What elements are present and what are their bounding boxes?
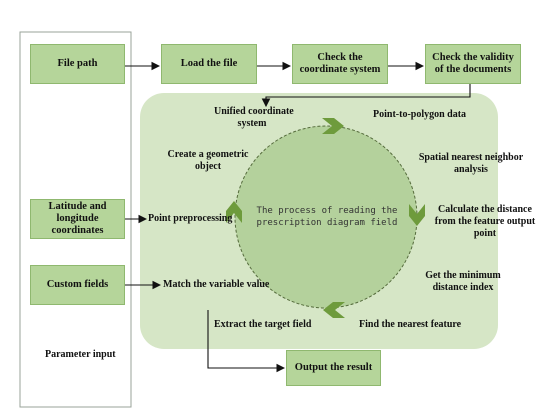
unified-coordinate-label: Unified coordinate system [214,106,294,130]
parameter-input-label: Parameter input [45,349,116,360]
lat-long-box: Latitude and longitude coordinates [30,199,125,239]
output-result-box: Output the result [286,350,381,386]
unified-coordinate-line-1: Unified coordinate [214,106,294,117]
geometric-object-line-1: Create a geometric [167,149,249,160]
arrow-extract-to-output [207,310,286,373]
minimum-distance-line-2: distance index [432,282,494,293]
extract-target-label: Extract the target field [214,319,312,330]
chevron-bottom-icon [323,302,345,318]
calculate-distance-line-1: Calculate the distance [438,204,532,215]
nearest-feature-label: Find the nearest feature [359,319,462,330]
calculate-distance-line-2: from the feature output [434,216,536,227]
geometric-object-label: Create a geometric object [160,149,256,173]
arrow-validity-to-unified [261,84,471,108]
chevron-left-icon [226,201,242,223]
file-path-box: File path [30,44,125,84]
point-preprocessing-label: Point preprocessing [148,213,233,224]
minimum-distance-line-1: Get the minimum [425,270,501,281]
spatial-nearest-line-1: Spatial nearest neighbor [418,152,524,163]
custom-fields-box: Custom fields [30,265,125,305]
geometric-object-line-2: object [194,161,222,172]
chevron-right-icon [409,204,425,226]
check-coordinate-box: Check the coordinate system [292,44,388,84]
process-center-line-2: prescription diagram field [256,218,398,228]
calculate-distance-label: Calculate the distance from the feature … [428,204,542,240]
minimum-distance-label: Get the minimum distance index [420,270,506,294]
point-to-polygon-label: Point-to-polygon data [373,109,467,120]
spatial-nearest-label: Spatial nearest neighbor analysis [412,152,530,176]
chevron-top-icon [322,118,344,134]
match-variable-label: Match the variable value [163,279,270,290]
spatial-nearest-line-2: analysis [454,164,488,175]
process-center-text: The process of reading the prescription … [256,205,398,229]
check-validity-box: Check the validity of the documents [425,44,521,84]
load-file-box: Load the file [161,44,257,84]
calculate-distance-line-3: point [473,228,497,239]
process-center-line-1: The process of reading the [256,206,398,216]
unified-coordinate-line-2: system [237,118,267,129]
